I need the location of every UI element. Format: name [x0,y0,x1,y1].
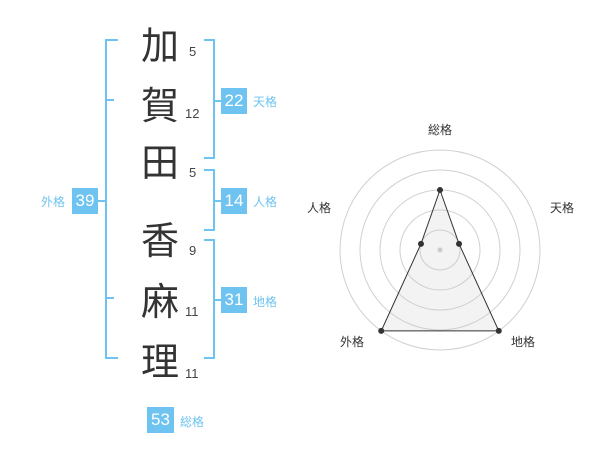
name-char-4: 香 [141,219,180,263]
soukaku-value: 53 [147,407,174,433]
stroke-count-2: 12 [185,106,200,121]
stroke-count-1: 5 [189,44,197,59]
radar-ring [339,149,541,351]
chikaku-label: 地格 [253,295,278,309]
stroke-count-5: 11 [185,304,199,319]
radar-point-3 [495,327,502,334]
chikaku-bracket [204,239,222,359]
radar-point-5 [417,240,424,247]
name-char-1: 加 [141,24,180,68]
radar-point-1 [437,187,443,193]
name-char-2: 賀 [141,84,180,128]
radar-point-4 [378,327,385,334]
name-char-5: 麻 [141,280,180,324]
radar-axis-label-tenkaku: 天格 [550,201,575,215]
radar-axis-label-soukaku: 総格 [428,123,453,137]
tenkaku-value: 22 [221,88,247,114]
gaikaku-label: 外格 [41,195,66,209]
stroke-count-4: 9 [189,243,197,258]
radar-ring [359,169,521,331]
radar-point-2 [456,240,463,247]
gaikaku-value: 39 [72,188,98,214]
name-char-3: 田 [141,141,180,185]
radar-axis-label-gaikaku: 外格 [340,335,365,349]
stroke-count-3: 5 [189,165,197,180]
radar-ring [419,229,461,271]
radar-ring [399,209,481,291]
gaikaku-bracket [98,39,118,359]
jinkaku-value: 14 [221,188,247,214]
soukaku-label: 総格 [180,415,205,429]
radar-series-polygon [380,188,500,332]
name-char-6: 理 [141,340,180,384]
stroke-count-6: 11 [185,366,199,381]
chikaku-value: 31 [221,287,247,313]
radar-axis-label-jinkaku: 人格 [307,201,332,215]
radar-center [437,247,443,253]
jinkaku-label: 人格 [253,195,278,209]
jinkaku-bracket [204,169,222,231]
tenkaku-bracket [204,39,222,159]
tenkaku-label: 天格 [253,95,278,109]
radar-axis-label-chikaku: 地格 [511,335,536,349]
